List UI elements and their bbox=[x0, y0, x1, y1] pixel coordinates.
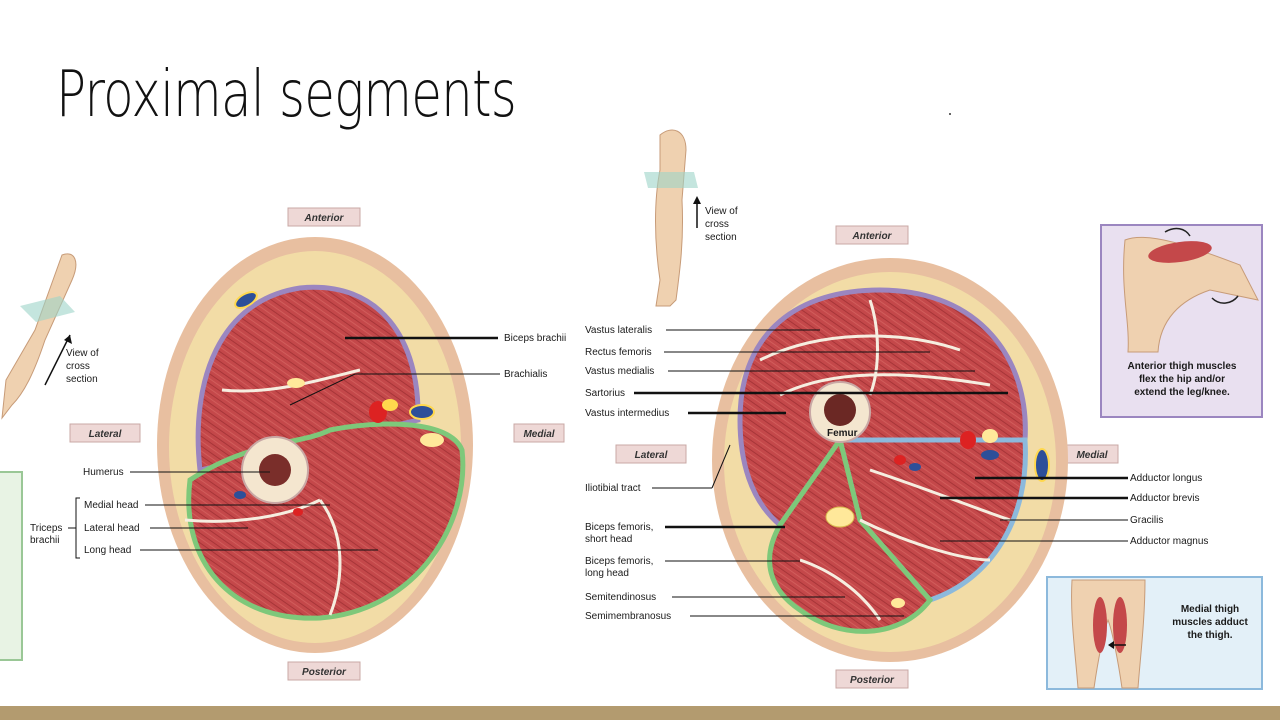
leg-thumbnail-icon bbox=[644, 129, 701, 307]
label-triceps-line1: Triceps bbox=[30, 523, 62, 534]
label-long-head: Long head bbox=[84, 545, 131, 556]
svg-text:Lateral: Lateral bbox=[89, 429, 122, 440]
label-biceps-brachii: Biceps brachii bbox=[504, 333, 566, 344]
slide-title: Proximal segments bbox=[56, 58, 517, 132]
anterior-inset-line2: flex the hip and/or bbox=[1139, 374, 1225, 385]
arm-thumbnail-icon bbox=[1, 253, 77, 420]
svg-text:Medial: Medial bbox=[523, 429, 554, 440]
arm-anterior-tag: Anterior bbox=[287, 207, 361, 227]
label-biceps-long-1: Biceps femoris, bbox=[585, 556, 653, 567]
label-adductor-magnus: Adductor magnus bbox=[1130, 536, 1208, 547]
label-semitendinosus: Semitendinosus bbox=[585, 592, 656, 603]
label-triceps-line2: brachii bbox=[30, 535, 59, 546]
stray-dot bbox=[949, 113, 951, 115]
label-vastus-lateralis: Vastus lateralis bbox=[585, 325, 652, 336]
thigh-lateral-tag: Lateral bbox=[615, 444, 687, 464]
leg-view-label-3: section bbox=[705, 232, 737, 243]
arm-lateral-tag: Lateral bbox=[69, 423, 141, 443]
arm-left-inset-box bbox=[0, 471, 23, 661]
thigh-cross-section: Anterior Posterior Lateral Medial bbox=[585, 129, 1263, 690]
medial-inset-line2: muscles adduct bbox=[1172, 617, 1248, 628]
label-femur: Femur bbox=[827, 428, 858, 439]
svg-text:Lateral: Lateral bbox=[635, 450, 668, 461]
arm-view-label-3: section bbox=[66, 374, 98, 385]
thigh-anterior-tag: Anterior bbox=[835, 225, 909, 245]
anterior-thigh-inset: Anterior thigh muscles flex the hip and/… bbox=[1100, 224, 1263, 418]
label-iliotibial-tract: Iliotibial tract bbox=[585, 483, 641, 494]
leg-view-label-1: View of bbox=[705, 206, 738, 217]
arm-medial-tag: Medial bbox=[513, 423, 565, 443]
arm-view-label-2: cross bbox=[66, 361, 90, 372]
medial-inset-line1: Medial thigh bbox=[1181, 604, 1239, 615]
label-semimembranosus: Semimembranosus bbox=[585, 611, 671, 622]
thigh-medial-tag: Medial bbox=[1065, 444, 1119, 464]
label-biceps-long-2: long head bbox=[585, 568, 629, 579]
label-adductor-longus: Adductor longus bbox=[1130, 473, 1202, 484]
anterior-inset-line3: extend the leg/knee. bbox=[1134, 387, 1230, 398]
label-sartorius: Sartorius bbox=[585, 388, 625, 399]
footer-bar bbox=[0, 706, 1280, 720]
label-adductor-brevis: Adductor brevis bbox=[1130, 493, 1199, 504]
svg-text:Posterior: Posterior bbox=[850, 675, 895, 686]
label-lateral-head: Lateral head bbox=[84, 523, 140, 534]
svg-text:Anterior: Anterior bbox=[304, 213, 345, 224]
medial-thigh-inset: Medial thigh muscles adduct the thigh. bbox=[1046, 576, 1263, 690]
label-medial-head: Medial head bbox=[84, 500, 138, 511]
anterior-inset-line1: Anterior thigh muscles bbox=[1128, 361, 1237, 372]
arm-cross-section: Anterior Posterior Lateral Medial bbox=[0, 207, 566, 681]
label-biceps-short-2: short head bbox=[585, 534, 632, 545]
label-brachialis: Brachialis bbox=[504, 369, 547, 380]
label-biceps-short-1: Biceps femoris, bbox=[585, 522, 653, 533]
arm-view-label-1: View of bbox=[66, 348, 99, 359]
label-rectus-femoris: Rectus femoris bbox=[585, 347, 652, 358]
svg-text:Posterior: Posterior bbox=[302, 667, 347, 678]
label-gracilis: Gracilis bbox=[1130, 515, 1163, 526]
medial-inset-line3: the thigh. bbox=[1188, 630, 1233, 641]
svg-text:Anterior: Anterior bbox=[852, 231, 893, 242]
label-humerus: Humerus bbox=[83, 467, 124, 478]
svg-text:Medial: Medial bbox=[1076, 450, 1107, 461]
label-vastus-medialis: Vastus medialis bbox=[585, 366, 654, 377]
leg-view-label-2: cross bbox=[705, 219, 729, 230]
thigh-posterior-tag: Posterior bbox=[835, 669, 909, 689]
arm-posterior-tag: Posterior bbox=[287, 661, 361, 681]
thigh-posterior-compartment bbox=[767, 434, 934, 634]
label-vastus-intermedius: Vastus intermedius bbox=[585, 408, 669, 419]
